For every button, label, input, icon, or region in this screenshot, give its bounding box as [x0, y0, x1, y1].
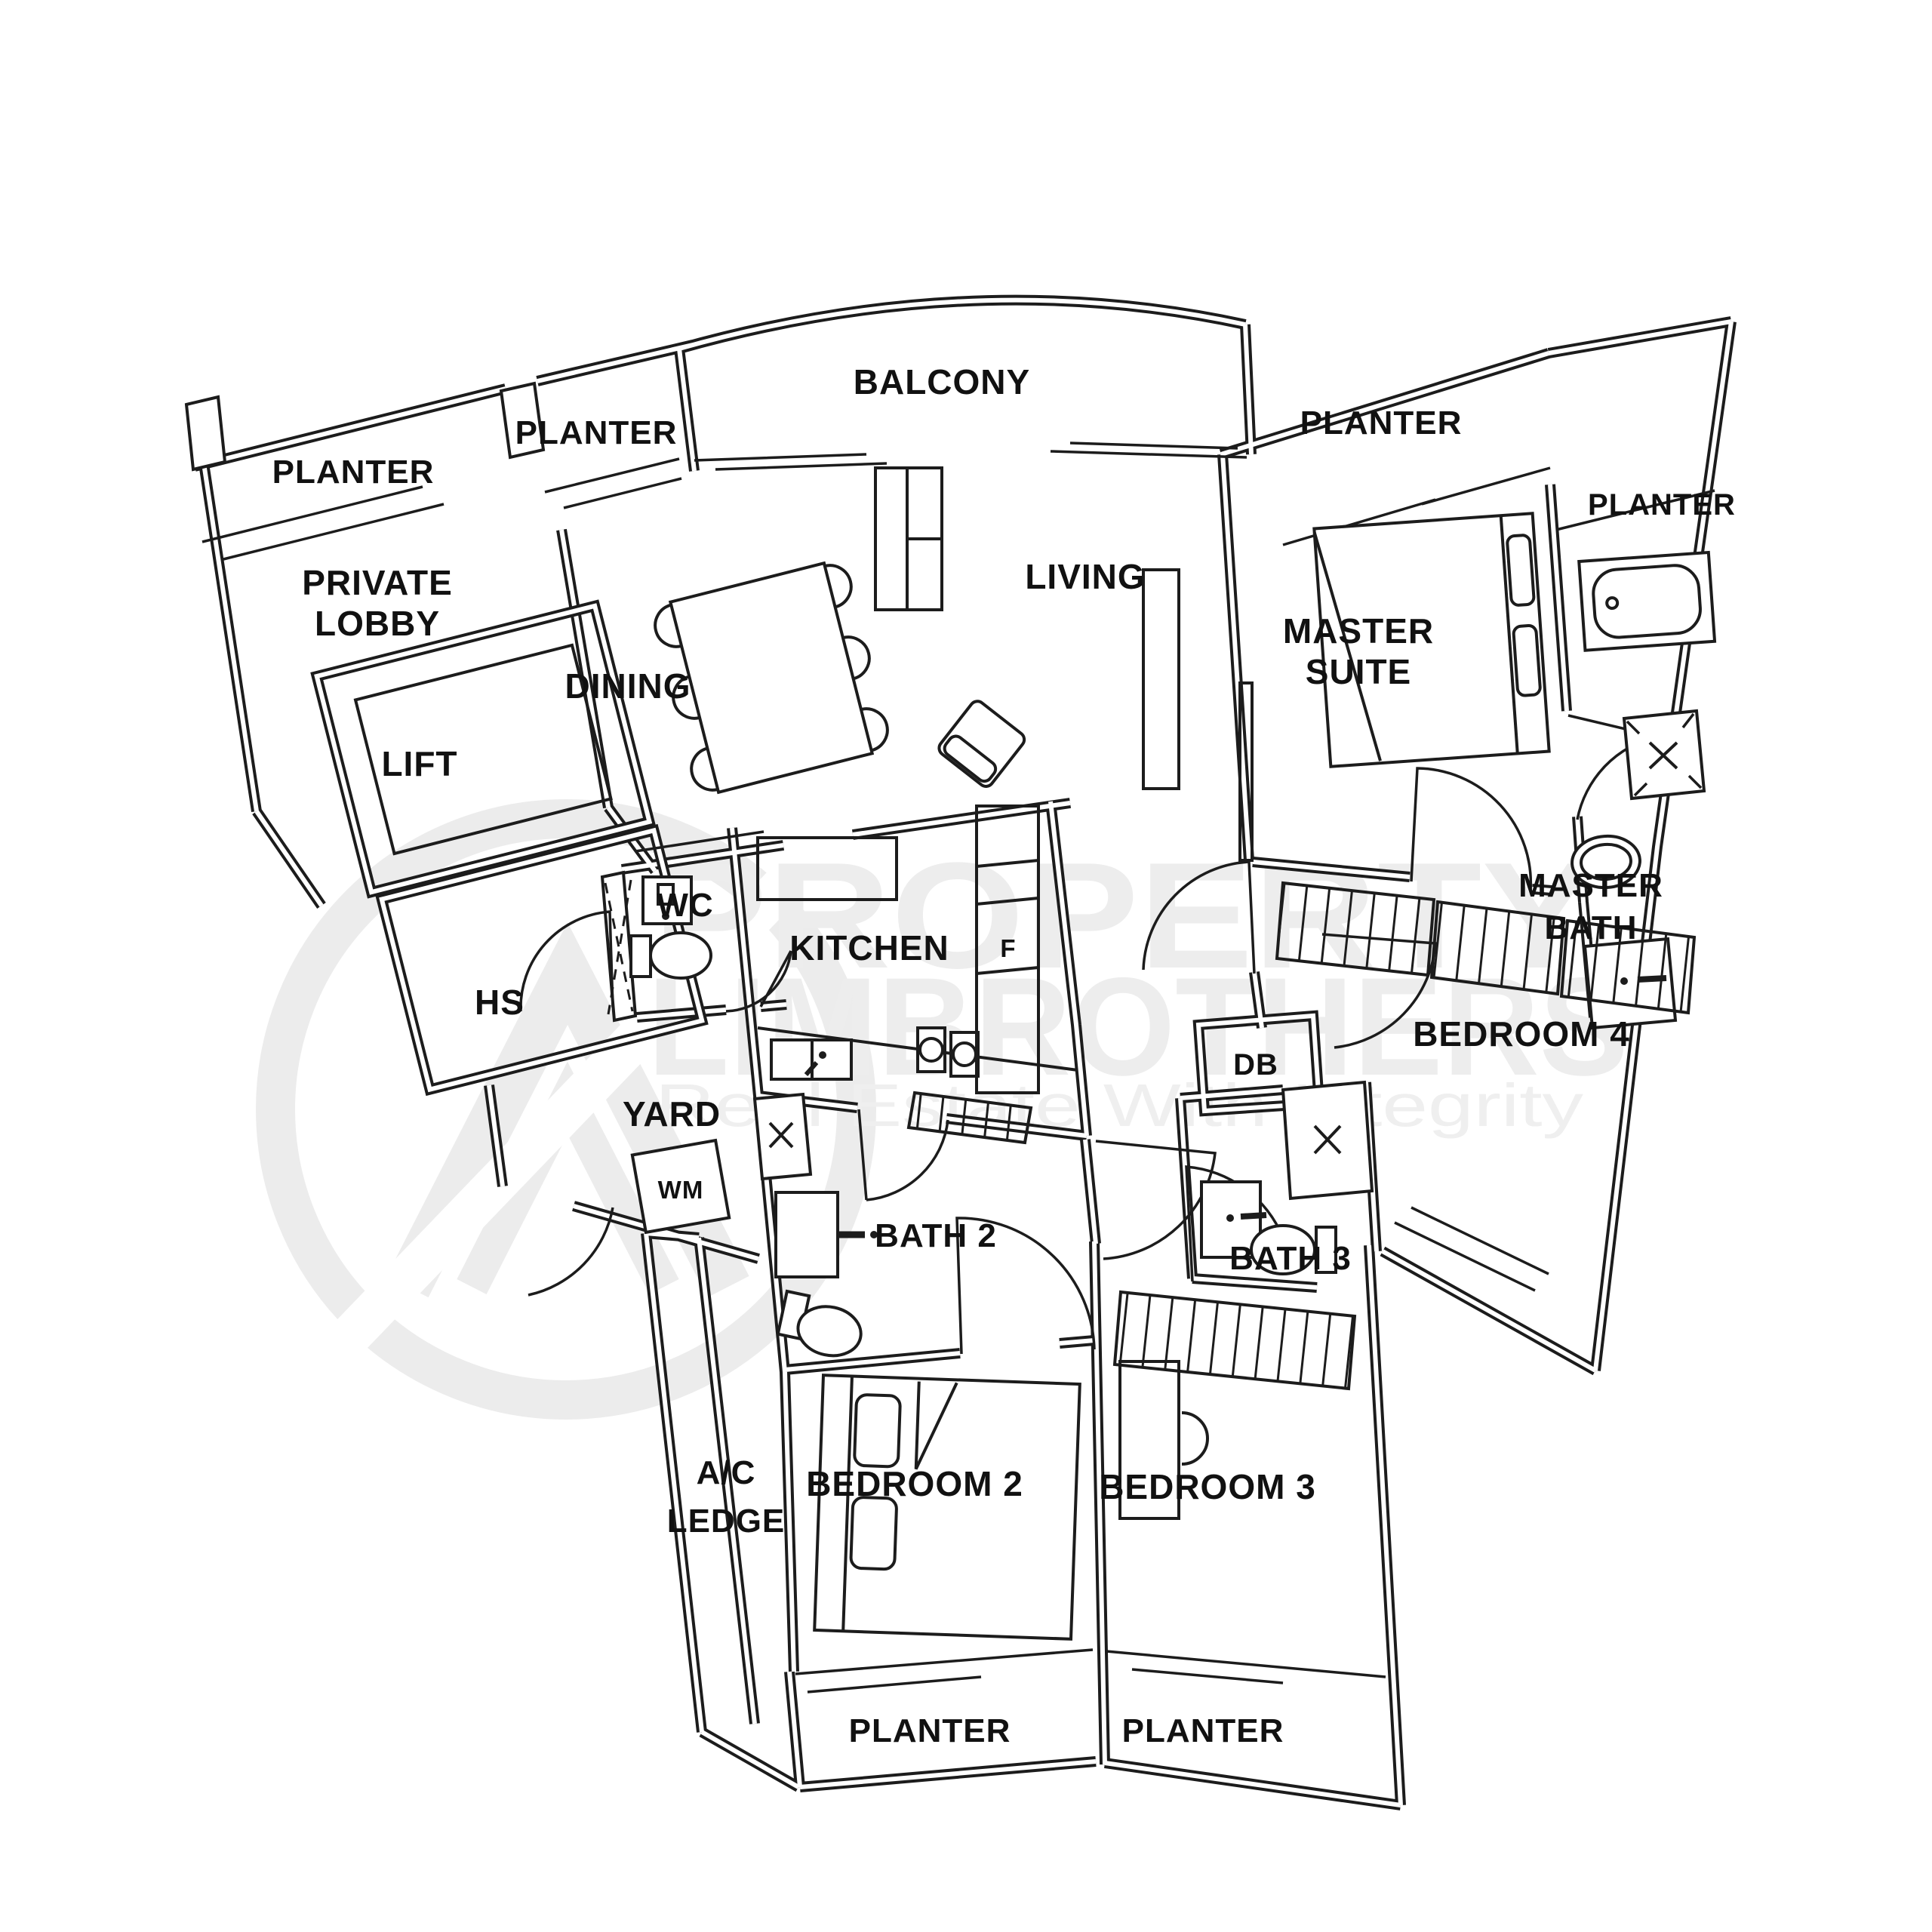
- master-wardrobe: [1275, 881, 1436, 977]
- bath3-shower: [1281, 1080, 1374, 1201]
- label-bedroom3: BEDROOM 3: [1099, 1467, 1316, 1506]
- label-private-lobby-1: PRIVATE: [302, 563, 453, 602]
- label-hs: HS: [475, 983, 525, 1022]
- walls: [184, 300, 1731, 1805]
- label-planter-bottom-left: PLANTER: [849, 1712, 1011, 1749]
- desk-chair-icon: [1181, 1411, 1209, 1466]
- label-master-suite-1: MASTER: [1283, 611, 1434, 651]
- washing-machine: [630, 1138, 731, 1235]
- household-shelter: [375, 823, 709, 1097]
- label-planter-master: PLANTER: [1300, 405, 1463, 441]
- bedroom2-bed: [813, 1374, 1081, 1641]
- fixtures: [629, 466, 1717, 1641]
- door-yard: [528, 1207, 614, 1297]
- door-master-suite: [1410, 767, 1533, 891]
- kitchen-counters: [756, 804, 1078, 1094]
- master-bed: [1312, 512, 1551, 768]
- dining-table: [654, 561, 889, 795]
- corridor-cabinet: [906, 1091, 1033, 1145]
- bathtub: [1577, 550, 1717, 652]
- bath2-vanity: [774, 1191, 878, 1278]
- label-wc: WC: [657, 887, 713, 924]
- armchair: [937, 700, 1026, 788]
- label-bedroom4: BEDROOM 4: [1413, 1014, 1630, 1054]
- label-private-lobby-2: LOBBY: [315, 604, 440, 643]
- master-sink: [1571, 834, 1641, 890]
- watermark-logo-slash-icon: [321, 853, 815, 1366]
- label-balcony: BALCONY: [854, 362, 1030, 401]
- label-wm: WM: [658, 1176, 704, 1204]
- bath3-toilet: [1250, 1224, 1337, 1275]
- sofa: [874, 466, 943, 611]
- wardrobes: [906, 881, 1697, 1391]
- kitchen-sink: [770, 1038, 853, 1081]
- label-master-suite-2: SUITE: [1306, 652, 1411, 691]
- label-bath3: BATH 3: [1229, 1240, 1352, 1277]
- bath2-toilet: [776, 1289, 863, 1358]
- dining-chair-icon: [842, 635, 871, 681]
- label-dining: DINING: [565, 666, 691, 706]
- label-master-bath-2: BATH: [1545, 909, 1638, 946]
- label-fridge: F: [1000, 934, 1016, 962]
- living-window-panel: [1238, 681, 1254, 862]
- door-hs: [519, 910, 614, 1012]
- label-master-bath-1: MASTER: [1518, 867, 1663, 904]
- label-planter-top-left: PLANTER: [272, 454, 435, 491]
- door-wc: [725, 950, 792, 1013]
- door-corridor-bath2: [857, 1109, 949, 1201]
- wall-stub-top-left: [184, 395, 227, 472]
- label-planter-right: PLANTER: [1588, 488, 1736, 521]
- wc-basin: [641, 875, 693, 925]
- label-ac-ledge-1: A/C: [697, 1454, 756, 1491]
- label-lift: LIFT: [381, 744, 457, 783]
- watermark: PROPERTY LIMBROTHERS Real Estate With In…: [256, 799, 1629, 1420]
- wc-toilet: [629, 931, 712, 980]
- label-yard: YARD: [623, 1094, 721, 1134]
- bedroom3-desk: [1118, 1360, 1209, 1520]
- master-shower: [1622, 709, 1706, 801]
- bedroom3-wardrobe: [1112, 1290, 1357, 1391]
- dining-chair-icon: [654, 603, 682, 648]
- bath2-shower: [752, 1092, 813, 1181]
- label-ac-ledge-2: LEDGE: [667, 1503, 786, 1540]
- label-bath2: BATH 2: [875, 1217, 997, 1254]
- wall-stub-planter-divider: [499, 381, 546, 460]
- room-labels: BALCONY PLANTER PLANTER PLANTER PLANTER …: [272, 362, 1736, 1749]
- door-bedroom3: [1095, 1140, 1217, 1260]
- label-kitchen: KITCHEN: [789, 928, 949, 968]
- lift-shaft: [310, 599, 657, 899]
- dining-chair-icon: [672, 675, 700, 720]
- label-planter-top-mid: PLANTER: [515, 414, 678, 451]
- label-living: LIVING: [1025, 557, 1145, 596]
- door-bedroom2: [955, 1217, 1096, 1355]
- tv-console: [1142, 568, 1180, 790]
- window-sills: [202, 441, 1715, 1694]
- kitchen-tall-units: [975, 804, 1040, 1094]
- door-living-corridor: [1142, 860, 1256, 974]
- label-planter-bottom-right: PLANTER: [1122, 1712, 1284, 1749]
- dining-chair-icon: [690, 746, 718, 792]
- bedroom4-wardrobe-left: [1429, 900, 1566, 996]
- bedroom4-wardrobe-right: [1559, 918, 1697, 1015]
- label-db: DB: [1233, 1048, 1278, 1081]
- dining-chair-icon: [824, 564, 853, 609]
- label-bedroom2: BEDROOM 2: [806, 1464, 1023, 1503]
- dining-chair-icon: [860, 707, 889, 752]
